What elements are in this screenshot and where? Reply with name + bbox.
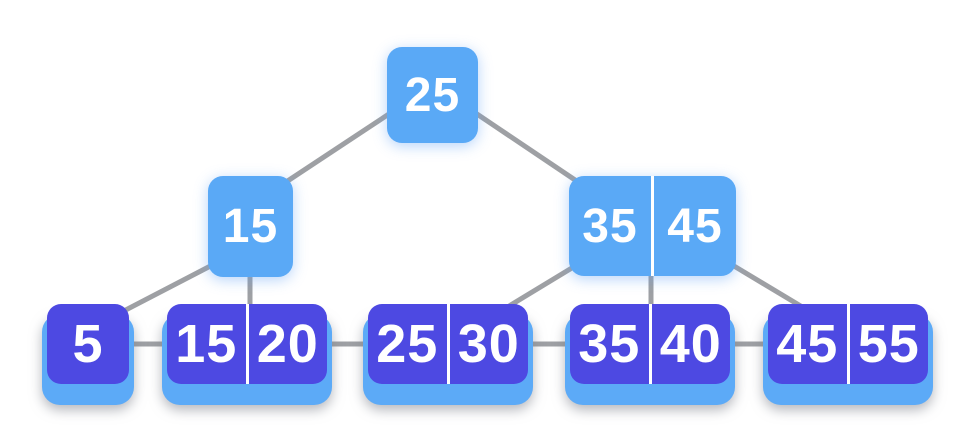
node-key: 25 (404, 68, 461, 122)
key-divider (648, 304, 652, 384)
internal-node-25: 25 (387, 47, 478, 143)
leaf-node-35-40: 35 40 (565, 304, 735, 405)
node-key: 55 (857, 314, 920, 374)
node-key: 30 (457, 314, 520, 374)
key-divider (846, 304, 850, 384)
leaf-front: 35 40 (570, 304, 730, 384)
internal-node-35-45: 35 45 (569, 176, 736, 276)
key-divider (245, 304, 249, 384)
leaf-node-5: 5 (42, 304, 134, 405)
key-divider (446, 304, 450, 384)
node-key: 45 (776, 314, 839, 374)
edge-root-to-15 (278, 105, 400, 189)
node-key: 25 (376, 314, 439, 374)
leaf-node-15-20: 15 20 (162, 304, 332, 405)
internal-node-15: 15 (208, 176, 293, 277)
node-key: 15 (175, 314, 238, 374)
node-key: 5 (72, 314, 104, 374)
node-key: 35 (582, 199, 638, 253)
node-key: 20 (256, 314, 319, 374)
leaf-front: 15 20 (167, 304, 327, 384)
node-key: 35 (578, 314, 641, 374)
edge-15-to-leaf-5 (116, 257, 224, 317)
leaf-front: 45 55 (768, 304, 928, 384)
leaf-node-45-55: 45 55 (763, 304, 933, 405)
leaf-node-25-30: 25 30 (363, 304, 533, 405)
edge-root-to-35-45 (466, 105, 586, 189)
node-key: 15 (222, 200, 279, 253)
node-key: 45 (667, 199, 723, 253)
leaf-front: 5 (47, 304, 129, 384)
key-divider (651, 176, 654, 276)
leaf-front: 25 30 (368, 304, 528, 384)
node-key: 40 (659, 314, 722, 374)
